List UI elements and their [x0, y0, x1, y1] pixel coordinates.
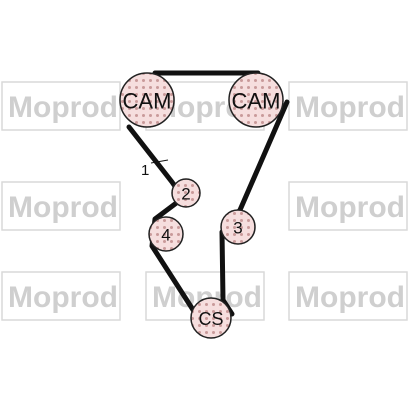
- pulley-label: CAM: [123, 89, 172, 114]
- watermark-text: Moprod: [295, 191, 405, 224]
- cam-right-pulley: CAM: [228, 72, 284, 128]
- watermark-row-1: Moprod Moprod Moprod: [1, 81, 408, 131]
- watermark-text: Moprod: [295, 91, 405, 124]
- watermark-text: Moprod: [295, 281, 405, 314]
- pulley-label: CS: [198, 309, 223, 329]
- watermark-text: Moprod: [8, 281, 118, 314]
- idler-2-pulley: 2: [171, 178, 201, 208]
- callout-label: 1: [141, 162, 149, 179]
- crankshaft-pulley: CS: [190, 297, 232, 339]
- watermark-text: Moprod: [8, 91, 118, 124]
- cam-left-pulley: CAM: [119, 72, 175, 128]
- watermark-row-2: Moprod Moprod: [1, 181, 408, 231]
- pulley-label: 3: [233, 219, 242, 238]
- watermark-text: Moprod: [8, 191, 118, 224]
- pulley-label: 4: [161, 226, 170, 245]
- idler-3-pulley: 3: [220, 209, 256, 245]
- pulley-label: CAM: [232, 89, 281, 114]
- timing-belt-left-run: [126, 124, 200, 319]
- pulley-label: 2: [181, 185, 190, 204]
- idler-4-pulley: 4: [148, 216, 184, 252]
- watermark-row-3: Moprod Moprod Moprod: [1, 271, 408, 321]
- callout-1: 1: [141, 159, 169, 179]
- callout-leader-line: [150, 159, 169, 164]
